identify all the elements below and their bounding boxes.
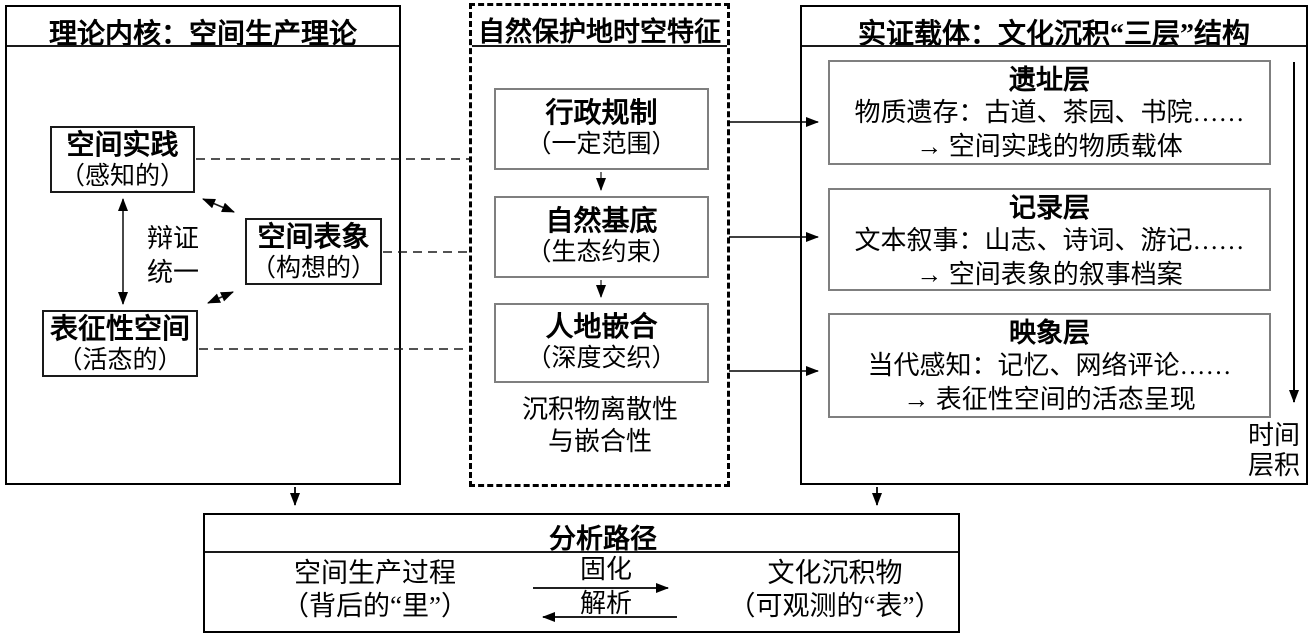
analysis-right-block: 文化沉积物 （可观测的“表”）: [695, 557, 975, 623]
node-admin-regulation-sub: （一定范围）: [526, 131, 677, 158]
analysis-left-line2: （背后的“里”）: [282, 591, 468, 621]
sediment-footnote-line1: 沉积物离散性: [521, 395, 678, 424]
analysis-right-line1: 文化沉积物: [767, 558, 903, 588]
node-representational-space: 表征性空间 （活态的）: [42, 310, 198, 377]
node-natural-base: 自然基底 （生态约束）: [494, 196, 709, 278]
analysis-left-line1: 空间生产过程: [294, 558, 456, 588]
analysis-title-divider: [205, 551, 958, 553]
layer-records-line2: → 空间表象的叙事档案: [916, 260, 1183, 289]
node-spatial-representation-label: 空间表象: [257, 222, 370, 253]
layer-relics: 遗址层 物质遗存：古道、茶园、书院…… → 空间实践的物质载体: [828, 60, 1271, 165]
analysis-right-line2: （可观测的“表”）: [728, 591, 942, 621]
sediment-footnote: 沉积物离散性 与嵌合性: [474, 394, 726, 458]
layer-records-line1: 文本叙事：山志、诗词、游记……: [854, 226, 1245, 255]
node-spatial-practice-label: 空间实践: [66, 130, 179, 161]
layer-images-name: 映象层: [1009, 318, 1090, 348]
evidence-panel-title: 实证载体：文化沉积“三层”结构: [802, 7, 1306, 47]
sediment-footnote-line2: 与嵌合性: [547, 427, 652, 456]
node-admin-regulation-label: 行政规制: [545, 98, 658, 129]
analysis-panel-title: 分析路径: [549, 524, 657, 554]
layer-relics-name: 遗址层: [1009, 65, 1090, 95]
node-spatial-practice: 空间实践 （感知的）: [50, 126, 195, 193]
layer-records: 记录层 文本叙事：山志、诗词、游记…… → 空间表象的叙事档案: [828, 188, 1271, 291]
analysis-panel: [203, 513, 960, 633]
features-panel-title: 自然保护地时空特征: [472, 6, 727, 47]
layer-images: 映象层 当代感知：记忆、网络评论…… → 表征性空间的活态呈现: [828, 313, 1271, 418]
node-spatial-representation: 空间表象 （构想的）: [245, 218, 382, 285]
time-accumulation-line2: 层积: [1247, 451, 1300, 480]
node-spatial-representation-sub: （构想的）: [250, 255, 376, 282]
time-accumulation-label: 时间 层积: [1238, 421, 1310, 481]
layer-records-name: 记录层: [1009, 193, 1090, 223]
node-human-land: 人地嵌合 （深度交织）: [494, 303, 709, 383]
layer-relics-line2: → 空间实践的物质载体: [916, 132, 1183, 161]
layer-relics-line1: 物质遗存：古道、茶园、书院……: [854, 98, 1245, 127]
node-human-land-label: 人地嵌合: [545, 312, 658, 343]
node-natural-base-sub: （生态约束）: [526, 239, 677, 266]
node-spatial-practice-sub: （感知的）: [59, 163, 185, 190]
solidify-label: 固化: [579, 555, 632, 584]
node-representational-space-label: 表征性空间: [49, 314, 190, 345]
node-representational-space-sub: （活态的）: [57, 347, 183, 374]
dialectic-line2: 统一: [146, 258, 199, 287]
parse-label: 解析: [579, 589, 632, 618]
dialectic-line1: 辩证: [146, 224, 199, 253]
layer-images-line1: 当代感知：记忆、网络评论……: [867, 351, 1232, 380]
time-accumulation-line1: 时间: [1247, 421, 1300, 450]
theory-panel-title: 理论内核：空间生产理论: [7, 7, 399, 47]
layer-images-line2: → 表征性空间的活态呈现: [903, 385, 1196, 414]
node-admin-regulation: 行政规制 （一定范围）: [494, 88, 709, 170]
node-natural-base-label: 自然基底: [545, 206, 658, 237]
node-human-land-sub: （深度交织）: [526, 345, 677, 372]
dialectic-unity-label: 辩证 统一: [138, 222, 208, 290]
analysis-left-block: 空间生产过程 （背后的“里”）: [235, 557, 515, 623]
